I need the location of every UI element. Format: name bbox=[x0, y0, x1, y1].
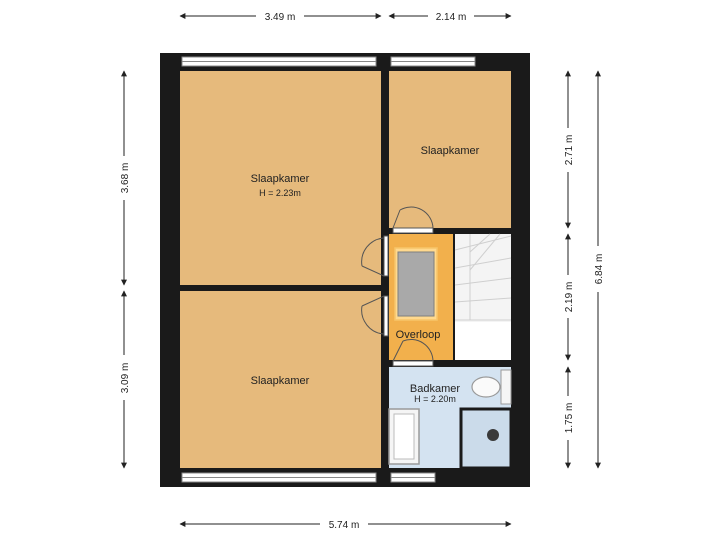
toilet-tank bbox=[500, 369, 512, 405]
dim-right-total: 6.84 m bbox=[594, 254, 605, 285]
dim-right-3: 1.75 m bbox=[564, 403, 575, 434]
room-bedroom-bottom-left bbox=[180, 291, 381, 468]
bedroom-top-left-label: Slaapkamer bbox=[251, 173, 310, 185]
dim-top-right: 2.14 m bbox=[436, 12, 467, 23]
dim-right-1: 2.71 m bbox=[564, 135, 575, 166]
windows-bottom bbox=[181, 472, 436, 483]
stair-landing-white bbox=[455, 322, 511, 360]
bedroom-top-left-height: H = 2.23m bbox=[259, 188, 301, 198]
bedroom-bottom-left-label: Slaapkamer bbox=[251, 375, 310, 387]
bathroom-height: H = 2.20m bbox=[414, 394, 456, 404]
dimension-lines bbox=[121, 13, 601, 527]
shower-drain-icon bbox=[487, 429, 499, 441]
dim-left-lower: 3.09 m bbox=[120, 363, 131, 394]
landing-void-inner bbox=[397, 251, 435, 317]
stair-treads bbox=[454, 233, 512, 321]
room-bedroom-top-right bbox=[389, 71, 511, 228]
dim-right-2: 2.19 m bbox=[564, 282, 575, 313]
shower-area bbox=[459, 407, 513, 470]
bath-tub-inner bbox=[393, 413, 415, 460]
room-bedroom-top-left bbox=[180, 71, 381, 285]
dim-bottom: 5.74 m bbox=[329, 520, 360, 531]
windows-top bbox=[181, 56, 476, 67]
bathroom-label: Badkamer bbox=[410, 383, 460, 395]
dim-left-upper: 3.68 m bbox=[120, 163, 131, 194]
bedroom-top-right-label: Slaapkamer bbox=[421, 145, 480, 157]
toilet-bowl-icon bbox=[471, 376, 501, 398]
dim-top-left: 3.49 m bbox=[265, 12, 296, 23]
doors bbox=[361, 206, 434, 367]
landing-label: Overloop bbox=[396, 329, 441, 341]
